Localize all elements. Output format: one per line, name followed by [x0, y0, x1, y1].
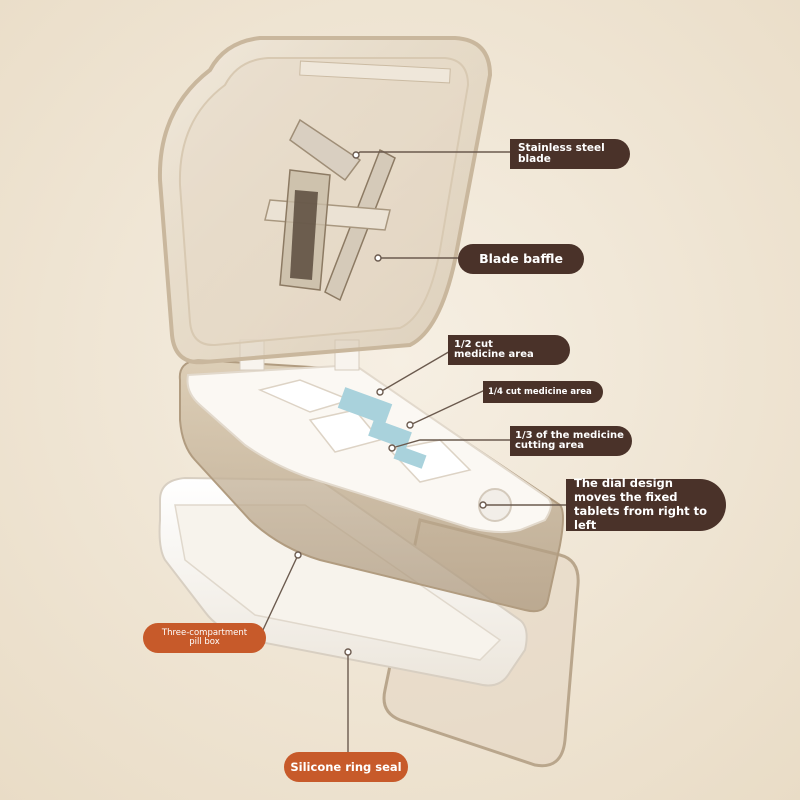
label-stainless-steel-blade-text: Stainless steel blade: [518, 141, 605, 165]
label-pill-box: Three-compartment pill box: [143, 623, 266, 653]
label-half-cut-area: 1/2 cut medicine area: [448, 335, 570, 365]
label-silicone-seal-text: Silicone ring seal: [290, 759, 402, 774]
label-half-cut-area-text: 1/2 cut medicine area: [454, 338, 534, 360]
label-dial-design-text: The dial design moves the fixed tablets …: [574, 476, 708, 532]
label-quarter-cut-area: 1/4 cut medicine area: [483, 381, 603, 403]
label-silicone-seal: Silicone ring seal: [284, 752, 408, 782]
label-blade-baffle-text: Blade baffle: [479, 251, 563, 267]
leader-lines: [261, 151, 568, 752]
lid: [157, 36, 493, 365]
label-dial-design: The dial design moves the fixed tablets …: [566, 476, 726, 532]
label-blade-baffle: Blade baffle: [458, 244, 584, 274]
label-third-cut-area: 1/3 of the medicine cutting area: [510, 426, 632, 456]
blade-assembly: [264, 118, 396, 302]
label-pill-box-text: Three-compartment pill box: [161, 628, 248, 647]
label-quarter-cut-area-text: 1/4 cut medicine area: [488, 386, 592, 397]
label-stainless-steel-blade: Stainless steel blade: [510, 139, 630, 169]
label-third-cut-area-text: 1/3 of the medicine cutting area: [515, 429, 624, 451]
